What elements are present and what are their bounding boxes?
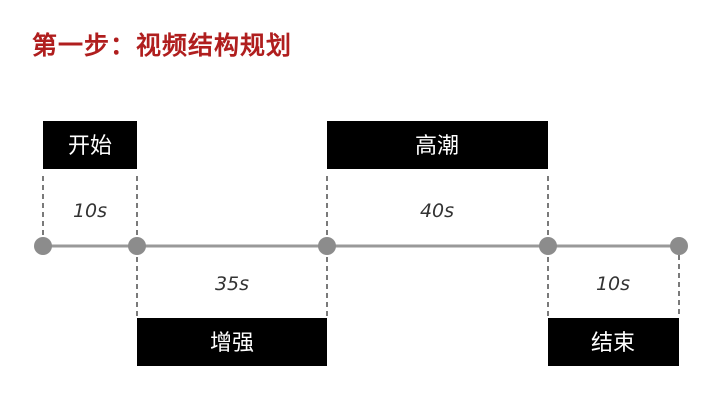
segment-duration: 10s (596, 273, 630, 295)
segment-climax: 高潮 40s (327, 121, 548, 222)
segment-box (327, 121, 548, 169)
timeline-node (318, 237, 336, 255)
page-title: 第一步：视频结构规划 (32, 31, 293, 60)
segment-box (137, 318, 327, 366)
segment-enhance: 增强 35s (137, 273, 327, 366)
segment-start: 开始 10s (43, 121, 137, 222)
segment-duration: 35s (215, 273, 249, 295)
timeline-node (128, 237, 146, 255)
timeline-node (34, 237, 52, 255)
segment-label: 结束 (591, 331, 635, 356)
segment-label: 高潮 (415, 134, 459, 159)
segment-duration: 10s (73, 200, 107, 222)
timeline-node (539, 237, 557, 255)
segment-box (43, 121, 137, 169)
segment-duration: 40s (420, 200, 454, 222)
segment-label: 开始 (68, 134, 112, 159)
timeline-node (670, 237, 688, 255)
segment-box (548, 318, 679, 366)
segment-label: 增强 (210, 331, 254, 356)
segment-end: 结束 10s (548, 273, 679, 366)
